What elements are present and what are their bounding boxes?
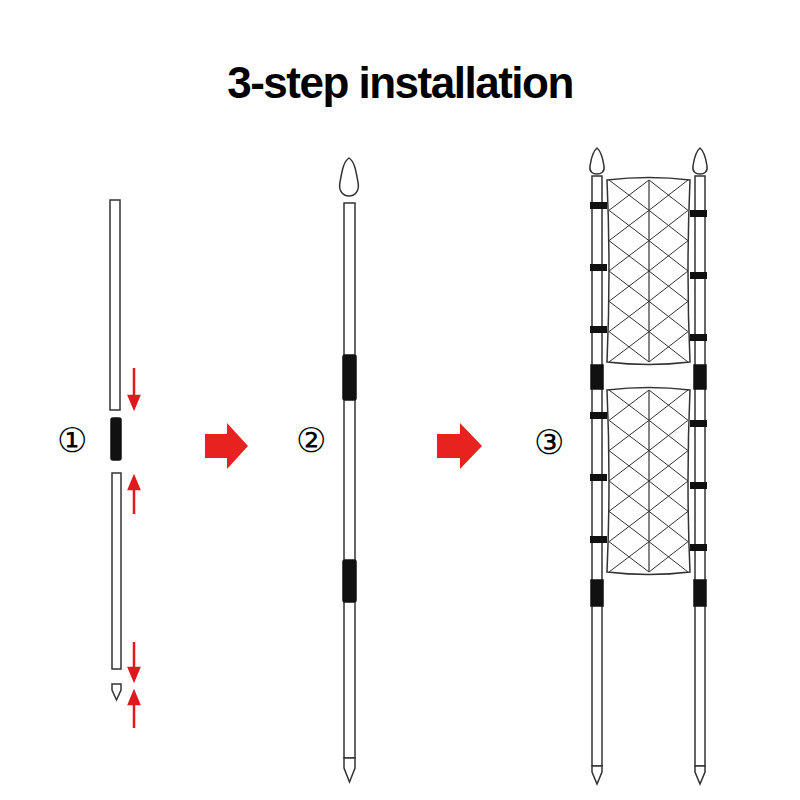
arrow-head xyxy=(129,396,139,408)
step-1-arrows xyxy=(129,368,139,728)
step-1-parts xyxy=(110,200,121,700)
clip xyxy=(690,544,707,551)
step-arrow xyxy=(437,423,482,469)
step-2-pole xyxy=(340,158,359,782)
connector xyxy=(343,560,356,602)
ground-spike xyxy=(112,684,121,700)
pole-cap xyxy=(590,148,604,174)
panel-lattice xyxy=(649,180,688,362)
pole xyxy=(695,176,705,766)
connector xyxy=(694,365,706,389)
panel-lattice xyxy=(609,390,649,572)
pole-cap xyxy=(340,158,359,196)
ground-spike xyxy=(695,766,705,784)
callout-number: ② xyxy=(296,423,326,457)
panel-lattice xyxy=(609,180,649,362)
callout-number: ① xyxy=(57,423,87,457)
arrow-head xyxy=(129,477,139,489)
clip xyxy=(590,326,607,333)
clip xyxy=(590,202,607,209)
connector xyxy=(343,355,356,400)
clip xyxy=(590,536,607,543)
clip xyxy=(690,210,707,217)
clip xyxy=(590,412,607,419)
step-arrow xyxy=(205,423,248,469)
connector xyxy=(591,365,603,389)
clip xyxy=(590,474,607,481)
panel-lattice xyxy=(649,390,688,572)
arrow-head xyxy=(129,692,139,704)
title: 3-step installation xyxy=(0,58,800,108)
connector xyxy=(111,418,121,460)
panel-outline xyxy=(607,388,690,575)
panel-outline xyxy=(607,178,690,365)
arrow-line xyxy=(133,702,136,728)
arrow-line xyxy=(133,368,136,398)
clip xyxy=(690,420,707,427)
panel-lattice xyxy=(649,180,688,362)
clip xyxy=(690,272,707,279)
callout-number: ③ xyxy=(534,425,564,459)
trellis-panel xyxy=(590,178,707,365)
arrow-line xyxy=(133,642,136,670)
clip xyxy=(690,334,707,341)
connector xyxy=(591,580,603,606)
ground-spike xyxy=(344,758,355,782)
arrow-line xyxy=(133,487,136,514)
panel-lattice xyxy=(649,390,688,572)
clip xyxy=(590,264,607,271)
clip xyxy=(690,482,707,489)
ground-spike xyxy=(592,766,602,784)
step-3-trellis xyxy=(590,148,707,784)
connector xyxy=(694,580,706,606)
pole-segment xyxy=(112,473,121,669)
pole-segment xyxy=(110,200,120,410)
arrow-head xyxy=(129,668,139,680)
pole xyxy=(344,203,355,758)
trellis-panel xyxy=(590,388,707,575)
panel-lattice xyxy=(609,390,649,572)
panel-lattice xyxy=(609,180,649,362)
pole-cap xyxy=(693,148,707,174)
